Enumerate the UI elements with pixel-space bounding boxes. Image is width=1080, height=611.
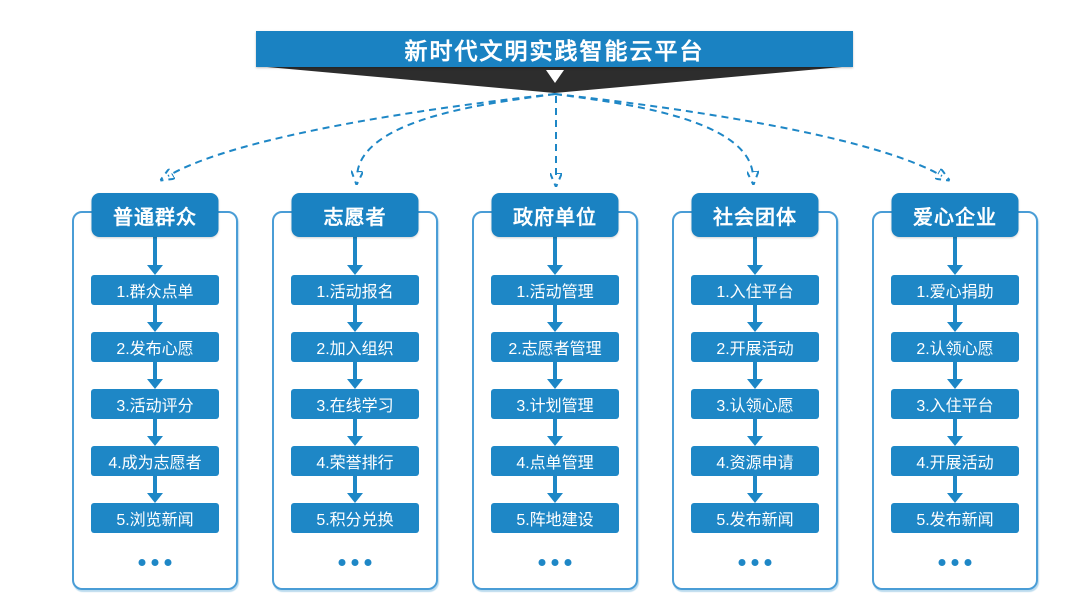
column-social-groups: 社会团体 1.入住平台 2.开展活动 3.认领心愿 4.资源申请 5.发布新闻: [672, 193, 838, 590]
platform-title-banner: 新时代文明实践智能云平台: [256, 31, 853, 67]
step-box: 3.计划管理: [491, 389, 619, 419]
flow-down-arrow-icon: [147, 362, 163, 389]
flow-down-arrow-icon: [747, 419, 763, 446]
step-box: 4.点单管理: [491, 446, 619, 476]
step-box: 4.荣誉排行: [291, 446, 419, 476]
step-box: 4.开展活动: [891, 446, 1019, 476]
column-volunteers: 志愿者 1.活动报名 2.加入组织 3.在线学习 4.荣誉排行 5.积分兑换: [272, 193, 438, 590]
flow-down-arrow-icon: [547, 305, 563, 332]
flow-down-arrow-icon: [547, 362, 563, 389]
flow-down-arrow-icon: [147, 237, 163, 275]
step-box: 2.发布心愿: [91, 332, 219, 362]
step-box: 4.资源申请: [691, 446, 819, 476]
step-box: 4.成为志愿者: [91, 446, 219, 476]
flow-down-arrow-icon: [347, 237, 363, 275]
flow-down-arrow-icon: [747, 237, 763, 275]
flow-down-arrow-icon: [747, 476, 763, 503]
ellipsis-icon: [138, 552, 172, 572]
flow-down-arrow-icon: [347, 305, 363, 332]
flow-down-arrow-icon: [547, 419, 563, 446]
ellipsis-icon: [338, 552, 372, 572]
flow-down-arrow-icon: [347, 476, 363, 503]
flow-down-arrow-icon: [547, 237, 563, 275]
step-box: 2.志愿者管理: [491, 332, 619, 362]
ellipsis-icon: [738, 552, 772, 572]
step-box: 1.活动管理: [491, 275, 619, 305]
step-box: 5.发布新闻: [691, 503, 819, 533]
step-box: 3.认领心愿: [691, 389, 819, 419]
ribbon-down-arrow-icon: [546, 70, 564, 83]
flow-down-arrow-icon: [947, 237, 963, 275]
step-box: 1.爱心捐助: [891, 275, 1019, 305]
step-box: 3.在线学习: [291, 389, 419, 419]
step-box: 5.发布新闻: [891, 503, 1019, 533]
column-header: 志愿者: [291, 193, 419, 237]
flow-down-arrow-icon: [547, 476, 563, 503]
step-box: 2.加入组织: [291, 332, 419, 362]
step-box: 5.积分兑换: [291, 503, 419, 533]
column-header: 爱心企业: [891, 193, 1019, 237]
column-government-units: 政府单位 1.活动管理 2.志愿者管理 3.计划管理 4.点单管理 5.阵地建设: [472, 193, 638, 590]
step-box: 3.入住平台: [891, 389, 1019, 419]
platform-title: 新时代文明实践智能云平台: [404, 38, 705, 64]
step-box: 2.开展活动: [691, 332, 819, 362]
column-header: 政府单位: [491, 193, 619, 237]
flow-down-arrow-icon: [747, 362, 763, 389]
flow-down-arrow-icon: [147, 419, 163, 446]
step-box: 2.认领心愿: [891, 332, 1019, 362]
step-box: 1.群众点单: [91, 275, 219, 305]
ellipsis-icon: [538, 552, 572, 572]
ellipsis-icon: [938, 552, 972, 572]
flow-down-arrow-icon: [947, 362, 963, 389]
flow-down-arrow-icon: [147, 305, 163, 332]
step-box: 1.入住平台: [691, 275, 819, 305]
connector-fan: [0, 93, 1080, 200]
flow-down-arrow-icon: [947, 305, 963, 332]
flow-down-arrow-icon: [947, 419, 963, 446]
flow-down-arrow-icon: [747, 305, 763, 332]
connector-to-column-5: [554, 93, 942, 176]
connector-to-column-1: [168, 93, 556, 176]
step-box: 5.阵地建设: [491, 503, 619, 533]
columns-row: 普通群众 1.群众点单 2.发布心愿 3.活动评分 4.成为志愿者 5.浏览新闻 志愿者…: [72, 193, 1038, 590]
column-general-public: 普通群众 1.群众点单 2.发布心愿 3.活动评分 4.成为志愿者 5.浏览新闻: [72, 193, 238, 590]
column-header: 社会团体: [691, 193, 819, 237]
step-box: 1.活动报名: [291, 275, 419, 305]
flow-down-arrow-icon: [947, 476, 963, 503]
step-box: 3.活动评分: [91, 389, 219, 419]
flow-down-arrow-icon: [347, 419, 363, 446]
flow-down-arrow-icon: [347, 362, 363, 389]
connector-to-column-2: [357, 93, 556, 176]
flow-down-arrow-icon: [147, 476, 163, 503]
column-caring-enterprises: 爱心企业 1.爱心捐助 2.认领心愿 3.入住平台 4.开展活动 5.发布新闻: [872, 193, 1038, 590]
column-header: 普通群众: [91, 193, 219, 237]
step-box: 5.浏览新闻: [91, 503, 219, 533]
